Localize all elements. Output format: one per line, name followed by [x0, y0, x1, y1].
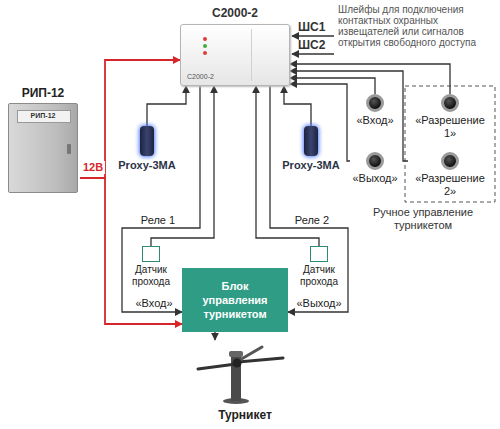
led [203, 44, 207, 48]
push-button-icon [366, 152, 384, 170]
node-btn: «Разрешение 1» [408, 94, 492, 140]
signal-wire [290, 78, 375, 94]
free-label: «Вход» [128, 297, 180, 310]
card-reader-icon [140, 126, 154, 156]
node-sensor: Датчик прохода [126, 246, 176, 288]
button-label: «Вход» [350, 114, 400, 127]
relay-label: Реле 1 [139, 214, 177, 227]
sensor-icon [142, 246, 160, 262]
loop-wire [292, 35, 334, 36]
signal-wire [290, 84, 350, 161]
controller-housing: С2000-2 [180, 24, 290, 86]
housing-label: С2000-2 [187, 72, 227, 81]
node-block: Блок управления турникетом [182, 268, 288, 332]
sensor-label: Датчик прохода [294, 264, 344, 288]
power-wire [80, 60, 180, 178]
free-label: Шлейфы для подключения контактных охранн… [338, 4, 496, 48]
voltage-label: 12В [81, 161, 105, 174]
free-label: Ручное управление турникетом [350, 206, 496, 232]
sensor-icon [310, 246, 328, 262]
housing-seam [251, 29, 252, 81]
power-wire [80, 178, 182, 324]
cabinet-lock [67, 144, 71, 154]
node-rip: РИП-12РИП-12 [6, 86, 80, 193]
node-sensor: Датчик прохода [294, 246, 344, 288]
node-btn: «Вход» [350, 94, 400, 127]
push-button-icon [441, 94, 459, 112]
reader-label: Proxy-3MA [280, 159, 342, 172]
signal-wire [290, 64, 450, 94]
loop-inputs [292, 36, 334, 54]
node-btn: «Разрешение 2» [408, 152, 492, 198]
signal-wire [284, 86, 311, 126]
node-proxy: Proxy-3MA [280, 126, 342, 172]
button-label: «Разрешение 2» [408, 172, 492, 198]
signal-wire [147, 86, 186, 126]
reader-label: Proxy-3MA [114, 159, 180, 172]
loop-wire [292, 53, 334, 54]
button-label: «Разрешение 1» [408, 114, 492, 140]
card-reader-icon [304, 126, 318, 156]
group-frame [405, 86, 495, 202]
turnstile-label: Турникет [190, 408, 300, 422]
cabinet-label: РИП-12 [19, 111, 67, 121]
push-button-icon [441, 152, 459, 170]
power-supply-cabinet: РИП-12 [8, 103, 78, 193]
signal-wire [214, 332, 215, 340]
turnstile-drawing [198, 347, 283, 404]
free-label: ШС1 [298, 20, 332, 34]
node-btn: «Выход» [350, 152, 400, 185]
relay-label: Реле 2 [293, 214, 331, 227]
led [203, 51, 207, 55]
node-dev: С2000-2С2000-2 [180, 6, 290, 86]
button-label: «Выход» [350, 172, 400, 185]
free-label: «Выход» [292, 297, 346, 310]
device-label: С2000-2 [180, 6, 290, 21]
node-turn: Турникет [190, 340, 300, 422]
signal-wire [290, 71, 408, 161]
node-proxy: Proxy-3MA [114, 126, 180, 172]
control-unit-label: Блок управления турникетом [188, 279, 282, 321]
free-label: ШС2 [298, 38, 332, 52]
sensor-label: Датчик прохода [126, 264, 176, 288]
led [203, 37, 207, 41]
push-button-icon [366, 94, 384, 112]
device-label: РИП-12 [6, 86, 80, 101]
